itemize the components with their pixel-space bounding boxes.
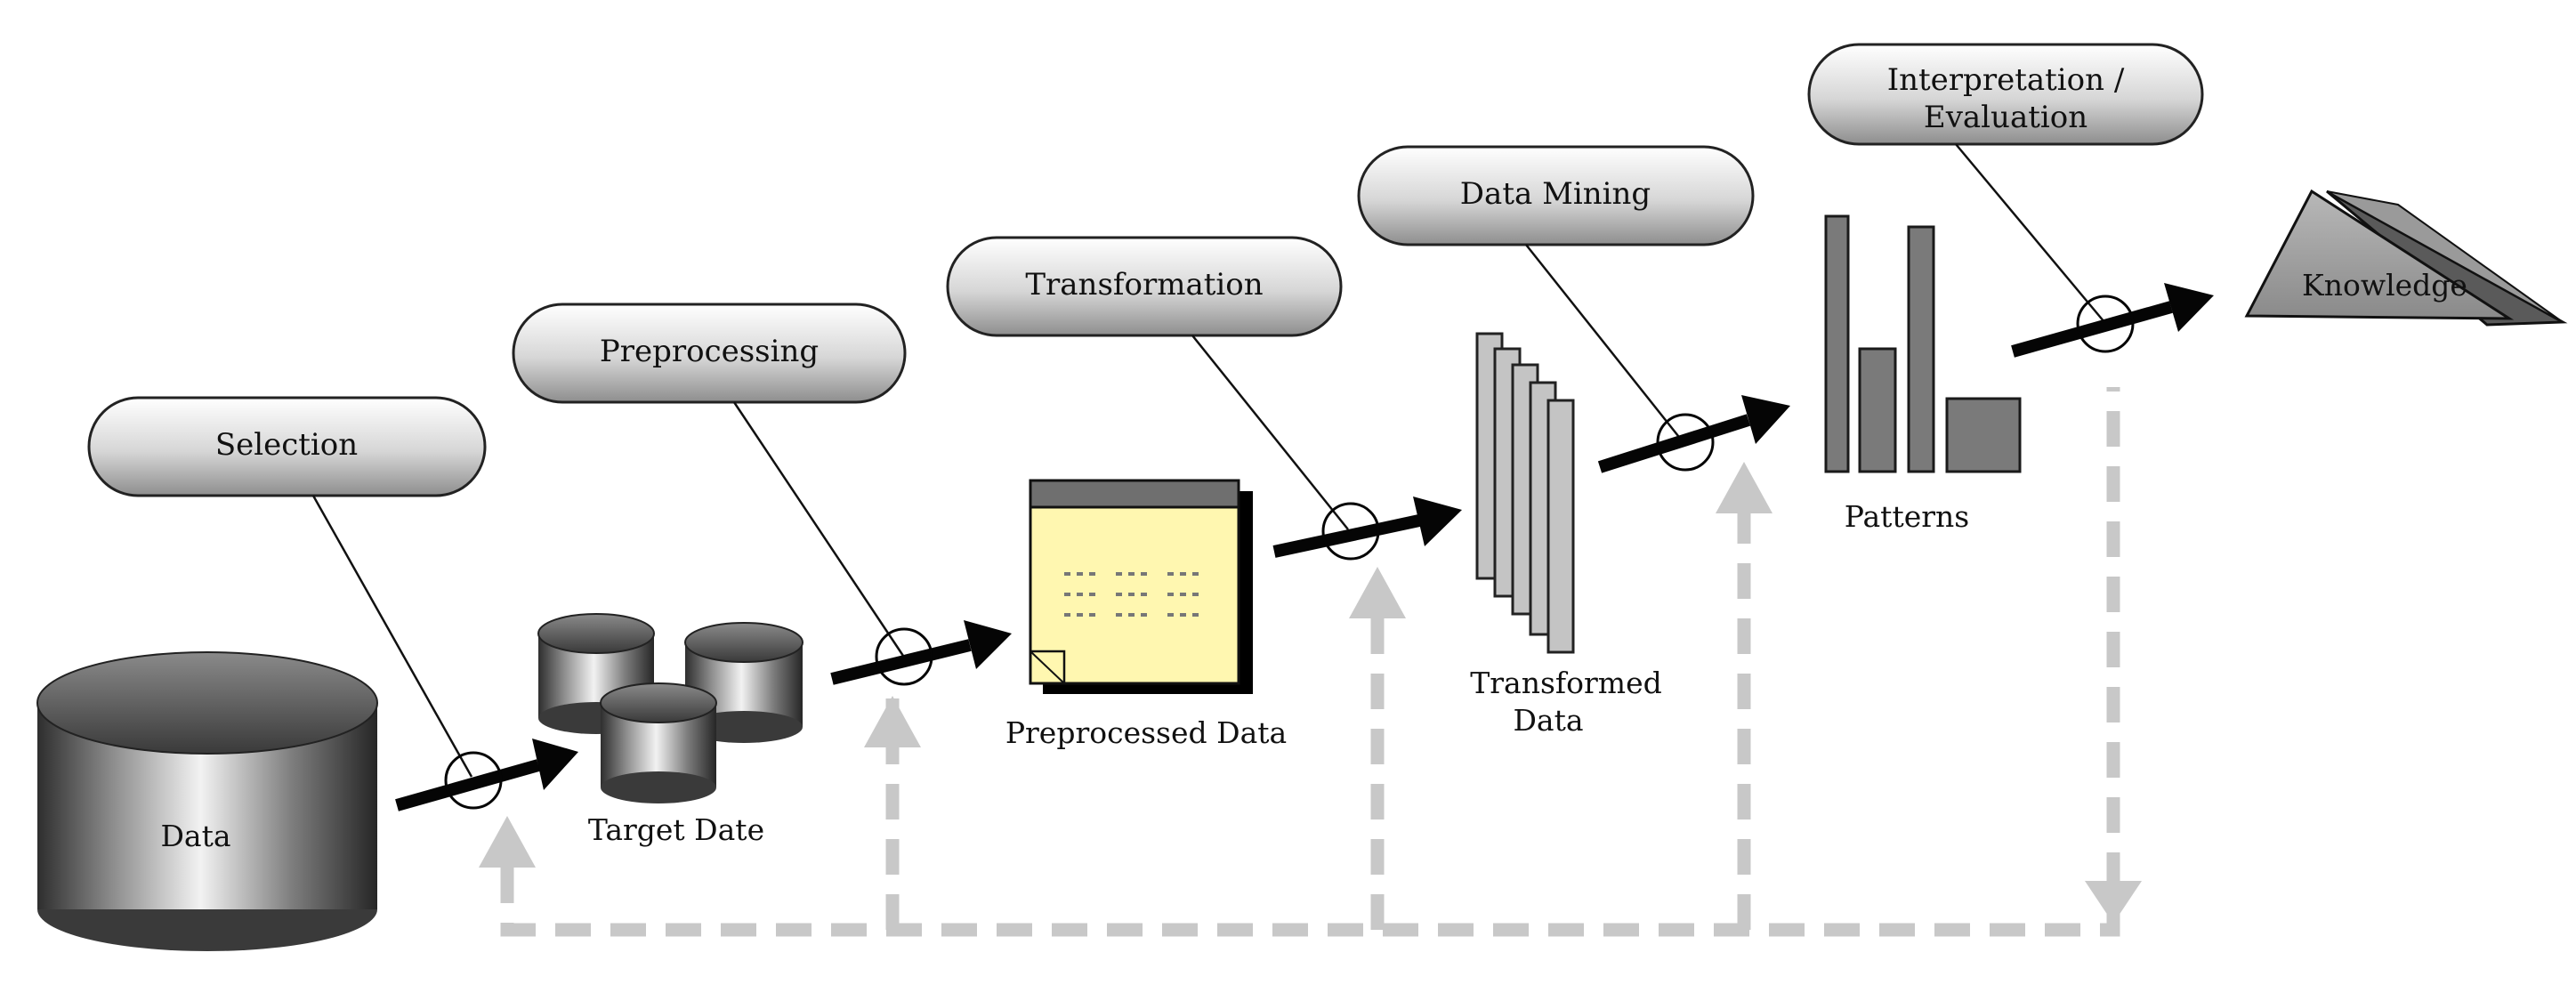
stage-transformation: Transformation xyxy=(946,236,1343,337)
feedback-arrow-transformation xyxy=(1349,567,1406,618)
arrow-selection xyxy=(395,739,578,811)
preprocessed-data-document-icon xyxy=(1029,479,1253,694)
stage-interpretation-evaluation: Interpretation / Evaluation xyxy=(1807,43,2204,146)
stage-transformation-label: Transformation xyxy=(1025,267,1263,303)
transformed-data-icon xyxy=(1475,332,1575,654)
patterns-bars-icon xyxy=(1824,214,2022,473)
feedback-arrow-preprocessing xyxy=(864,696,921,747)
knowledge-pyramid-icon: Knowledge xyxy=(2244,189,2568,327)
document-data-dots xyxy=(1064,572,1203,617)
target-cylinder-3 xyxy=(600,682,717,803)
data-cylinder-icon: Data xyxy=(36,651,378,951)
stage-connectors xyxy=(311,143,2105,778)
stage-interpretation-label-line2: Evaluation xyxy=(1924,100,2087,135)
arrow-preprocessing xyxy=(830,620,1012,685)
feedback-arrowheads xyxy=(479,462,2142,924)
stage-selection: Selection xyxy=(87,396,487,497)
stage-preprocessing: Preprocessing xyxy=(512,303,907,404)
target-data-label: Target Date xyxy=(588,812,764,847)
feedback-bottom-line xyxy=(500,387,2120,937)
stage-data-mining-label: Data Mining xyxy=(1460,176,1651,212)
connector-circles xyxy=(444,295,2135,810)
arrow-transformation xyxy=(1272,496,1462,558)
stage-preprocessing-label: Preprocessing xyxy=(600,334,819,369)
patterns-label: Patterns xyxy=(1845,499,1969,534)
preprocessed-data-label: Preprocessed Data xyxy=(1005,715,1287,750)
data-label: Data xyxy=(160,819,230,853)
process-arrows xyxy=(395,283,2214,811)
arrow-data-mining xyxy=(1597,395,1790,473)
feedback-arrow-data-mining xyxy=(1716,462,1773,513)
transformed-data-label-line1: Transformed xyxy=(1470,666,1661,700)
arrow-interpretation xyxy=(2011,283,2214,358)
feedback-arrow-interpretation xyxy=(2085,881,2142,924)
stage-data-mining: Data Mining xyxy=(1357,145,1755,246)
target-data-icon xyxy=(537,613,803,803)
feedback-arrow-selection xyxy=(479,816,536,868)
knowledge-label: Knowledge xyxy=(2302,268,2467,303)
stage-interpretation-label-line1: Interpretation / xyxy=(1887,62,2125,98)
transformed-data-label-line2: Data xyxy=(1513,703,1583,738)
stage-selection-label: Selection xyxy=(215,427,358,463)
